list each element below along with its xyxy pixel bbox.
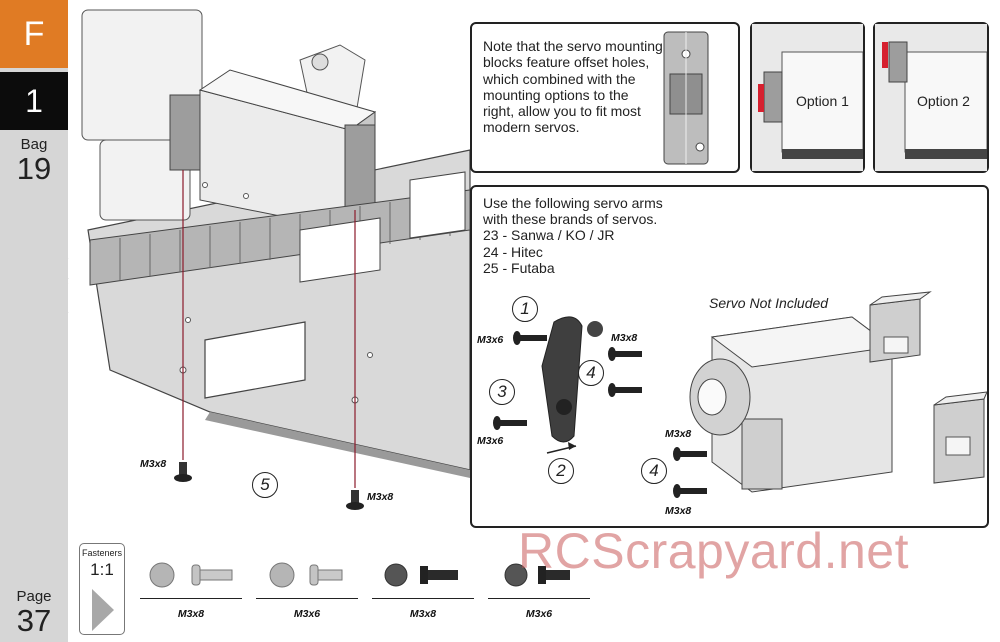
- watermark: RCScrapyard.net: [518, 523, 909, 579]
- option2-panel: [873, 22, 989, 173]
- fastener-divider: [140, 598, 242, 599]
- callout-1: 1: [512, 296, 538, 322]
- callout-4: 4: [641, 458, 667, 484]
- servo-assembly-illustration: [493, 291, 987, 498]
- arms-line: 25 - Futaba: [483, 259, 555, 276]
- panel-screws: [493, 331, 707, 498]
- mounting-block-lower: [933, 391, 987, 484]
- servo: [689, 316, 894, 493]
- callout-5: 5: [252, 472, 278, 498]
- screw-label: M3x8: [665, 505, 692, 517]
- screw-label: M3x6: [477, 435, 504, 447]
- arms-line: with these brands of servos.: [483, 211, 658, 228]
- servo-arms-instructions: Use the following servo arms with these …: [483, 195, 743, 276]
- mounting-block-upper: [869, 291, 932, 363]
- play-icon: [92, 589, 114, 631]
- chassis-cutout: [204, 321, 306, 399]
- fastener-icons: [149, 562, 570, 588]
- fastener-divider: [256, 598, 358, 599]
- fastener-name: M3x8: [177, 608, 205, 620]
- screw-label: M3x8: [665, 428, 692, 440]
- callout-4: 4: [578, 360, 604, 386]
- fasteners-title: Fasteners: [81, 548, 123, 558]
- note-panel: [470, 22, 740, 173]
- black-screw-icon: [384, 563, 458, 587]
- button-screw-icon: [149, 562, 233, 588]
- section-badge: F: [0, 0, 68, 68]
- bag-number: 19: [16, 151, 52, 186]
- arms-line: 24 - Hitec: [483, 243, 543, 260]
- fastener-divider: [372, 598, 474, 599]
- option2-illustration: [875, 24, 987, 171]
- fastener-name: M3x8: [409, 608, 437, 620]
- fastener-name: M3x6: [293, 608, 321, 620]
- screw-label: M3x8: [367, 491, 394, 503]
- servo-arm: [541, 316, 583, 443]
- callout-2: 2: [548, 458, 574, 484]
- fastener-divider: [488, 598, 590, 599]
- screw-chassis-left: [174, 462, 192, 482]
- option1-illustration: [752, 24, 863, 171]
- arms-line: 23 - Sanwa / KO / JR: [483, 227, 615, 244]
- page-label: Page: [16, 588, 52, 605]
- screw-label: M3x8: [140, 458, 167, 470]
- page-number: 37: [16, 603, 52, 638]
- option1-label: Option 1: [796, 93, 849, 109]
- fasteners-scale: 1:1: [90, 560, 114, 579]
- note-text: Note that the servo mounting blocks feat…: [483, 38, 663, 136]
- mounting-block-illustration: [663, 31, 709, 165]
- option2-label: Option 2: [917, 93, 970, 109]
- callout-3: 3: [489, 379, 515, 405]
- fastener-name: M3x6: [525, 608, 553, 620]
- screw-chassis-right: [346, 490, 364, 510]
- screw-label: M3x8: [611, 332, 638, 344]
- button-screw-icon: [269, 562, 343, 588]
- arms-line: Use the following servo arms: [483, 195, 663, 211]
- bag-label: Bag: [20, 136, 48, 153]
- fasteners-box: Fasteners 1:1: [79, 543, 125, 635]
- screw-label: M3x6: [477, 334, 504, 346]
- step-number: 1: [0, 72, 68, 130]
- black-screw-icon: [504, 563, 570, 587]
- servo-not-included-note: Servo Not Included: [709, 295, 829, 311]
- chassis-illustration: [68, 9, 936, 510]
- option1-panel: [750, 22, 865, 173]
